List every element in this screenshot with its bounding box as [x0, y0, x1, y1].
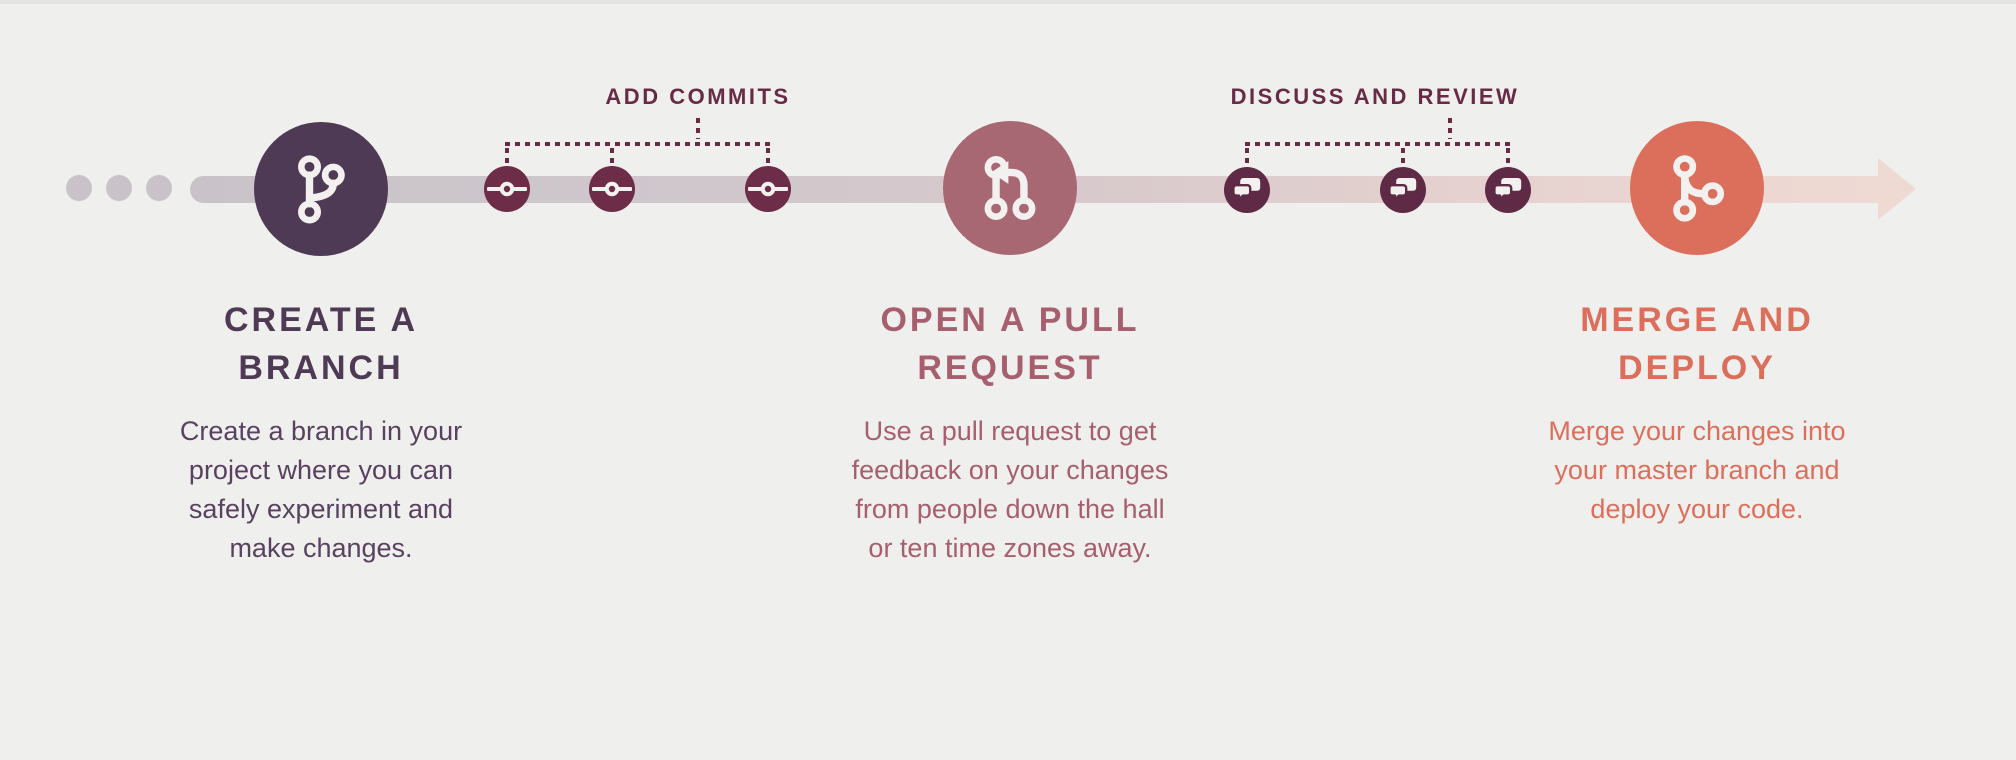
git-commit-icon — [487, 181, 527, 197]
step-description: Create a branch in your project where yo… — [179, 416, 463, 563]
step-title: OPEN A PULL REQUEST — [880, 301, 1140, 387]
commit-node — [589, 166, 635, 212]
dotted-connector — [1401, 148, 1405, 165]
create-branch-node — [254, 122, 388, 256]
step-description: Merge your changes into your master bran… — [1548, 416, 1846, 524]
top-border-strip — [0, 0, 2016, 4]
pull-request-node — [943, 121, 1077, 255]
step-title: CREATE A BRANCH — [224, 301, 418, 387]
dotted-connector — [1506, 148, 1510, 165]
step-merge-deploy: MERGE AND DEPLOY Merge your changes into… — [1487, 296, 1907, 529]
speech-bubbles-icon — [1493, 178, 1522, 202]
step-create-branch: CREATE A BRANCH Create a branch in your … — [111, 296, 531, 568]
add-commits-label: ADD COMMITS — [605, 84, 791, 109]
timeline-dot — [106, 175, 132, 201]
discuss-review-label: DISCUSS AND REVIEW — [1230, 84, 1520, 109]
commit-node — [745, 166, 791, 212]
step-title: MERGE AND DEPLOY — [1580, 301, 1814, 387]
dotted-connector — [1448, 118, 1452, 139]
arrow-right-icon — [1878, 158, 1916, 220]
dotted-connector — [696, 118, 700, 139]
git-commit-icon — [592, 181, 632, 197]
timeline-dot — [146, 175, 172, 201]
timeline-dot — [66, 175, 92, 201]
speech-bubbles-icon — [1232, 178, 1261, 202]
step-description: Use a pull request to get feedback on yo… — [851, 416, 1169, 563]
discussion-node — [1485, 167, 1531, 213]
dotted-connector — [1245, 148, 1249, 165]
step-open-pull-request: OPEN A PULL REQUEST Use a pull request t… — [800, 296, 1220, 568]
discussion-node — [1224, 167, 1270, 213]
git-pull-request-icon — [984, 156, 1036, 220]
dotted-connector — [766, 148, 770, 165]
speech-bubbles-icon — [1388, 178, 1417, 202]
merge-node — [1630, 121, 1764, 255]
git-branch-icon — [298, 155, 345, 224]
dotted-connector — [505, 142, 771, 146]
git-merge-icon — [1673, 155, 1725, 222]
dotted-connector — [1245, 142, 1511, 146]
discussion-node — [1380, 167, 1426, 213]
dotted-connector — [610, 148, 614, 165]
dotted-connector — [505, 148, 509, 165]
git-commit-icon — [748, 181, 788, 197]
commit-node — [484, 166, 530, 212]
